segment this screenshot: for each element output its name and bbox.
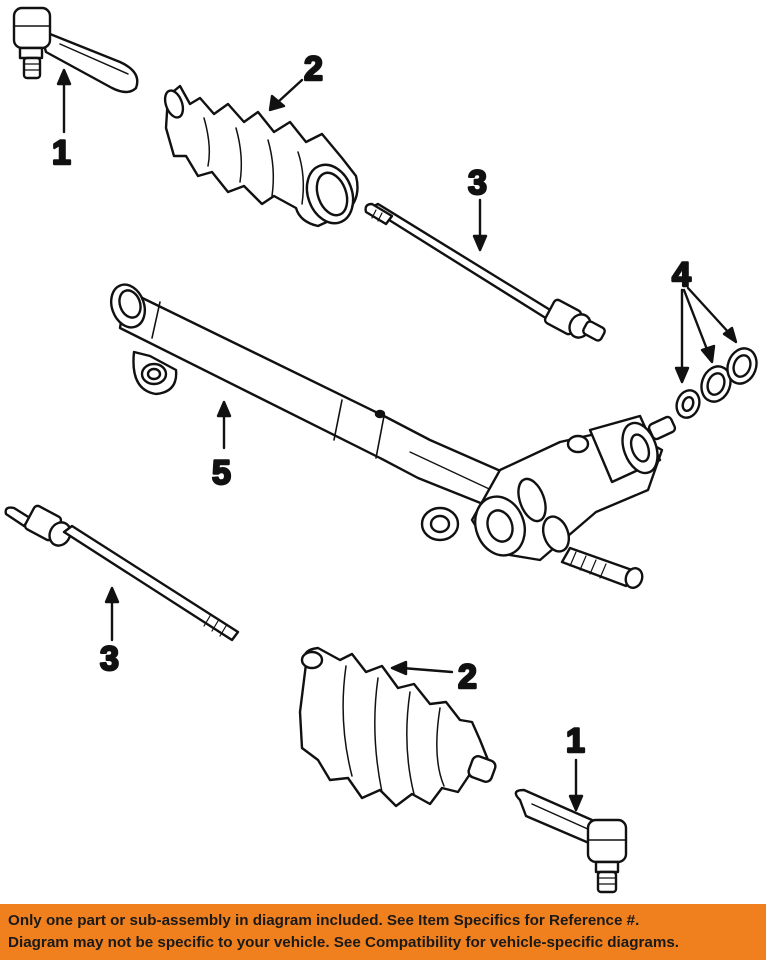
rack-boot-top — [163, 84, 359, 228]
inner-tie-rod-bottom — [4, 504, 240, 642]
inner-tie-rod-top — [364, 202, 606, 342]
callout-label-3-top: 3 — [468, 164, 487, 202]
callout-arrow-2-top — [268, 78, 304, 112]
callout-label-4: 4 — [672, 256, 691, 294]
callout-arrow-5 — [216, 400, 232, 450]
callout-label-1-bottom: 1 — [566, 722, 585, 760]
disclaimer-line-1: Only one part or sub-assembly in diagram… — [8, 912, 640, 929]
rack-housing — [109, 283, 677, 589]
rack-boot-bottom — [298, 646, 497, 808]
callout-label-2-top: 2 — [304, 50, 323, 88]
seal-rings — [675, 347, 758, 419]
outer-tie-rod-end-top — [12, 6, 139, 94]
callout-arrow-3-bottom — [104, 586, 120, 642]
steering-rack-exploded-diagram: 1 2 3 — [4, 6, 758, 894]
callout-arrow-1-bottom — [568, 758, 584, 812]
callout-label-2-bottom: 2 — [458, 658, 477, 696]
callout-arrow-1-top — [56, 68, 72, 134]
callout-arrows-4 — [674, 286, 738, 384]
callout-label-3-bottom: 3 — [100, 640, 119, 678]
callout-arrow-3-top — [472, 198, 488, 252]
disclaimer-line-2: Diagram may not be specific to your vehi… — [8, 934, 679, 951]
callout-label-5: 5 — [212, 454, 231, 492]
callout-arrow-2-bottom — [390, 660, 454, 676]
outer-tie-rod-end-bottom — [514, 788, 628, 894]
callout-label-1-top: 1 — [52, 134, 71, 172]
disclaimer-banner: Only one part or sub-assembly in diagram… — [0, 904, 766, 960]
